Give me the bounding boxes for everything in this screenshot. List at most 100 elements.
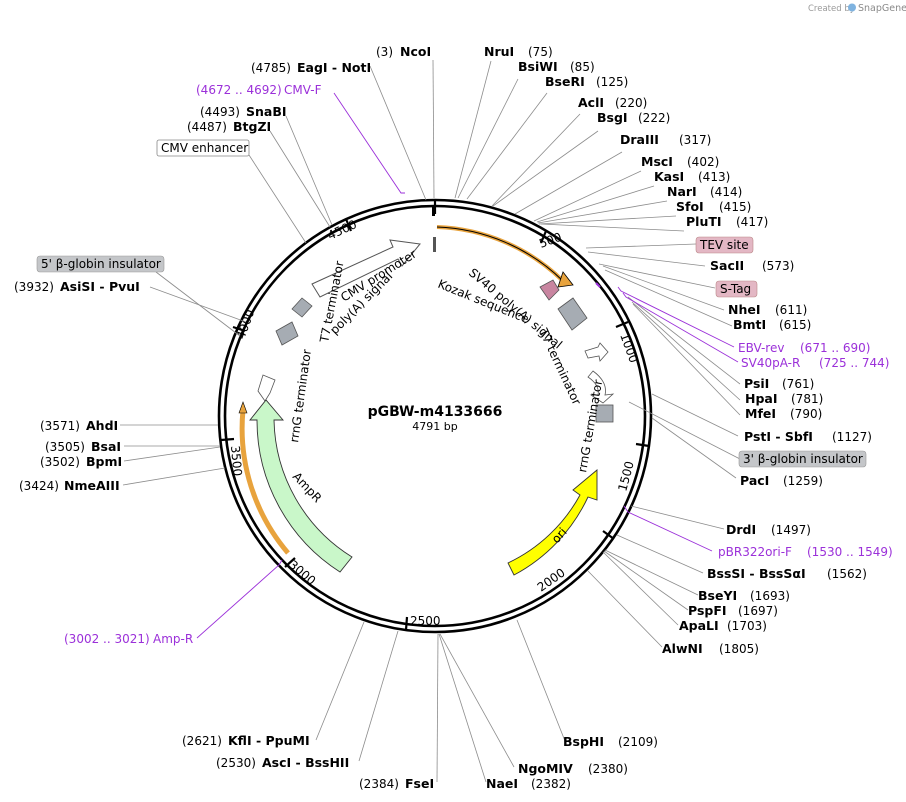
site-pos: (761) bbox=[782, 377, 814, 391]
primer-range: (725 .. 744) bbox=[819, 356, 889, 370]
site-name: PluTI bbox=[686, 214, 722, 229]
site-pos: (1127) bbox=[832, 430, 872, 444]
svg-text:S-Tag: S-Tag bbox=[720, 282, 751, 296]
site-name: NgoMIV bbox=[518, 761, 573, 776]
plasmid-name: pGBW-m4133666 bbox=[368, 404, 503, 420]
site-pos: (611) bbox=[775, 303, 807, 317]
credit-brand: SnapGene bbox=[858, 3, 906, 14]
plasmid-length: 4791 bp bbox=[412, 420, 457, 433]
site-name: MscI bbox=[641, 154, 673, 169]
primer-range: (1530 .. 1549) bbox=[807, 545, 893, 559]
site-pos: (2384) bbox=[359, 777, 399, 791]
site-pos: (1259) bbox=[783, 474, 823, 488]
site-name: KasI bbox=[654, 169, 684, 184]
primer-name: CMV-F bbox=[284, 83, 322, 97]
site-name: BsaI bbox=[91, 439, 121, 454]
site-pos: (414) bbox=[710, 185, 742, 199]
site-pos: (125) bbox=[596, 75, 628, 89]
snapgene-logo-icon bbox=[848, 3, 856, 12]
site-name: NheI bbox=[728, 302, 761, 317]
tev-site-box: TEV site bbox=[695, 236, 754, 254]
primer-name: pBR322ori-F bbox=[718, 545, 792, 559]
site-name: KflI - PpuMI bbox=[228, 733, 310, 748]
site-pos: (85) bbox=[570, 60, 595, 74]
primer-range: (4672 .. 4692) bbox=[196, 83, 282, 97]
tick-label: 3500 bbox=[228, 445, 245, 477]
primer-name: Amp-R bbox=[153, 632, 193, 646]
credit-prefix: Created by bbox=[808, 4, 855, 14]
site-pos: (220) bbox=[615, 96, 647, 110]
site-name: ApaLI bbox=[679, 618, 719, 633]
site-name: AclI bbox=[578, 95, 604, 110]
site-pos: (1697) bbox=[738, 604, 778, 618]
site-pos: (417) bbox=[736, 215, 768, 229]
site-name: AsiSI - PvuI bbox=[60, 279, 140, 294]
s-tag-box: S-Tag bbox=[715, 280, 758, 298]
site-pos: (2530) bbox=[216, 756, 256, 770]
site-pos: (1703) bbox=[727, 619, 767, 633]
backbone-features bbox=[238, 205, 574, 555]
site-pos: (222) bbox=[638, 111, 670, 125]
site-name: BssSI - BssSαI bbox=[707, 566, 806, 581]
site-name: AlwNI bbox=[662, 641, 703, 656]
site-name: NruI bbox=[484, 44, 514, 59]
site-pos: (4487) bbox=[187, 120, 227, 134]
site-pos: (3) bbox=[376, 45, 393, 59]
site-pos: (3505) bbox=[45, 440, 85, 454]
three-prime-insulator-box: 3' β-globin insulator bbox=[738, 450, 867, 468]
site-name: EagI - NotI bbox=[297, 60, 371, 75]
site-name: PsiI bbox=[744, 376, 769, 391]
site-name: NaeI bbox=[486, 776, 518, 791]
site-pos: (4493) bbox=[200, 105, 240, 119]
site-name: BmtI bbox=[733, 317, 766, 332]
site-labels: (3) NcoI NruI (75) BsiWI (85) BseRI (125… bbox=[14, 44, 872, 791]
site-pos: (4785) bbox=[251, 61, 291, 75]
site-name: AscI - BssHII bbox=[262, 755, 349, 770]
svg-text:TEV site: TEV site bbox=[699, 238, 749, 252]
site-pos: (415) bbox=[719, 200, 751, 214]
site-name: PspFI bbox=[688, 603, 727, 618]
site-pos: (1497) bbox=[771, 523, 811, 537]
site-name: BseRI bbox=[545, 74, 585, 89]
site-name: MfeI bbox=[745, 406, 776, 421]
primer-range: (671 .. 690) bbox=[800, 341, 870, 355]
site-name: NcoI bbox=[400, 44, 431, 59]
site-leader-lines bbox=[120, 59, 741, 783]
site-pos: (75) bbox=[528, 45, 553, 59]
site-pos: (2380) bbox=[588, 762, 628, 776]
site-name: DrdI bbox=[726, 522, 756, 537]
site-name: BseYI bbox=[698, 588, 737, 603]
site-name: BsiWI bbox=[518, 59, 558, 74]
site-name: BspHI bbox=[563, 734, 604, 749]
site-name: PstI - SbfI bbox=[744, 429, 813, 444]
site-pos: (402) bbox=[687, 155, 719, 169]
site-name: DraIII bbox=[620, 132, 659, 147]
site-name: SacII bbox=[710, 258, 744, 273]
site-pos: (3932) bbox=[14, 280, 54, 294]
site-name: BsgI bbox=[597, 110, 628, 125]
site-pos: (1805) bbox=[719, 642, 759, 656]
site-pos: (2621) bbox=[182, 734, 222, 748]
site-pos: (3502) bbox=[40, 455, 80, 469]
site-name: BtgZI bbox=[233, 119, 271, 134]
cmv-enhancer-box: CMV enhancer bbox=[156, 139, 250, 157]
tick-label: 4000 bbox=[234, 308, 258, 341]
site-pos: (1693) bbox=[750, 589, 790, 603]
site-pos: (615) bbox=[779, 318, 811, 332]
primer-leader-lines bbox=[196, 92, 739, 639]
inner-feature-shapes bbox=[249, 239, 615, 576]
site-name: PacI bbox=[740, 473, 769, 488]
site-name: AhdI bbox=[86, 418, 118, 433]
five-prime-insulator-box: 5' β-globin insulator bbox=[36, 255, 165, 273]
site-pos: (781) bbox=[791, 392, 823, 406]
svg-text:3' β-globin insulator: 3' β-globin insulator bbox=[743, 452, 863, 466]
site-name: BpmI bbox=[86, 454, 122, 469]
site-name: SnaBI bbox=[246, 104, 287, 119]
site-name: NarI bbox=[667, 184, 697, 199]
primer-labels: (4672 .. 4692) CMV-F EBV-rev (671 .. 690… bbox=[64, 83, 893, 646]
site-pos: (790) bbox=[790, 407, 822, 421]
site-pos: (317) bbox=[679, 133, 711, 147]
site-name: FseI bbox=[405, 776, 434, 791]
feature-label: rrnG terminator bbox=[287, 348, 314, 443]
site-pos: (413) bbox=[698, 170, 730, 184]
